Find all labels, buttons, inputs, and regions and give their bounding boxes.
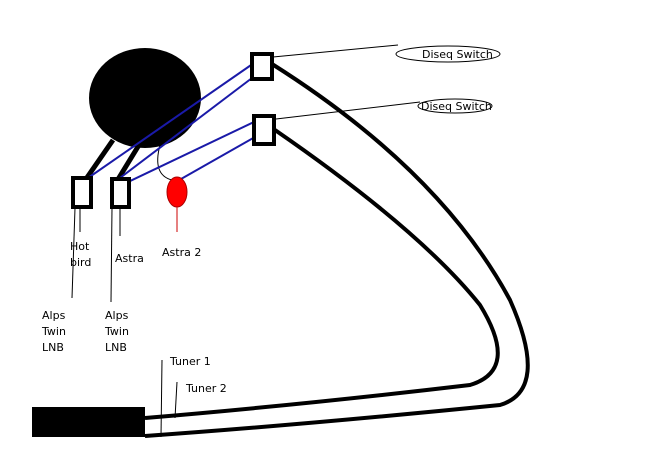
tuner-2-label: Tuner 2 bbox=[185, 382, 227, 395]
pointer-line bbox=[110, 207, 113, 303]
alps-label-1-line2: Twin bbox=[41, 325, 66, 338]
alps-label-1-line3: LNB bbox=[42, 341, 64, 354]
alps-label-2-line1: Alps bbox=[105, 309, 129, 322]
diseq-switch-2 bbox=[252, 114, 276, 146]
tuner2-line bbox=[174, 381, 178, 419]
diseq-switch-1 bbox=[250, 52, 274, 81]
receiver-box bbox=[32, 407, 145, 437]
signal-line bbox=[180, 136, 256, 180]
label-bubble bbox=[395, 45, 501, 63]
tuner-1-label: Tuner 1 bbox=[169, 355, 211, 368]
signal-line bbox=[125, 120, 257, 184]
astra-2-label: Astra 2 bbox=[162, 246, 201, 259]
lnb-astra-2 bbox=[166, 176, 188, 208]
tuner1-line bbox=[160, 359, 163, 438]
satellite-dish bbox=[89, 48, 201, 148]
signal-line bbox=[87, 62, 255, 179]
dish-arm-left bbox=[83, 138, 116, 181]
diseq-switch-label-2: Diseq Switch bbox=[421, 100, 492, 113]
lnb-astra bbox=[110, 177, 131, 209]
lnb-hot-bird bbox=[71, 176, 93, 209]
alps-label-1-line1: Alps bbox=[42, 309, 66, 322]
astra-label: Astra bbox=[115, 252, 144, 265]
hot-bird-label-2: bird bbox=[70, 256, 91, 269]
dish-arm-right bbox=[114, 143, 142, 183]
astra2-feed-wire bbox=[157, 144, 173, 181]
signal-lines bbox=[87, 62, 257, 184]
switch2-label-line bbox=[275, 101, 421, 120]
alps-label-2-line2: Twin bbox=[104, 325, 129, 338]
alps-label-2-line3: LNB bbox=[105, 341, 127, 354]
switch1-label-line bbox=[272, 44, 399, 58]
diseq-switch-label-1: Diseq Switch bbox=[422, 48, 493, 61]
hot-bird-label: Hot bbox=[70, 240, 90, 253]
pointer-line bbox=[71, 207, 76, 299]
label-bubble bbox=[417, 98, 493, 114]
cable-switch1-tuner bbox=[144, 62, 530, 438]
signal-line bbox=[115, 77, 253, 182]
cable-switch2-tuner bbox=[144, 128, 500, 420]
